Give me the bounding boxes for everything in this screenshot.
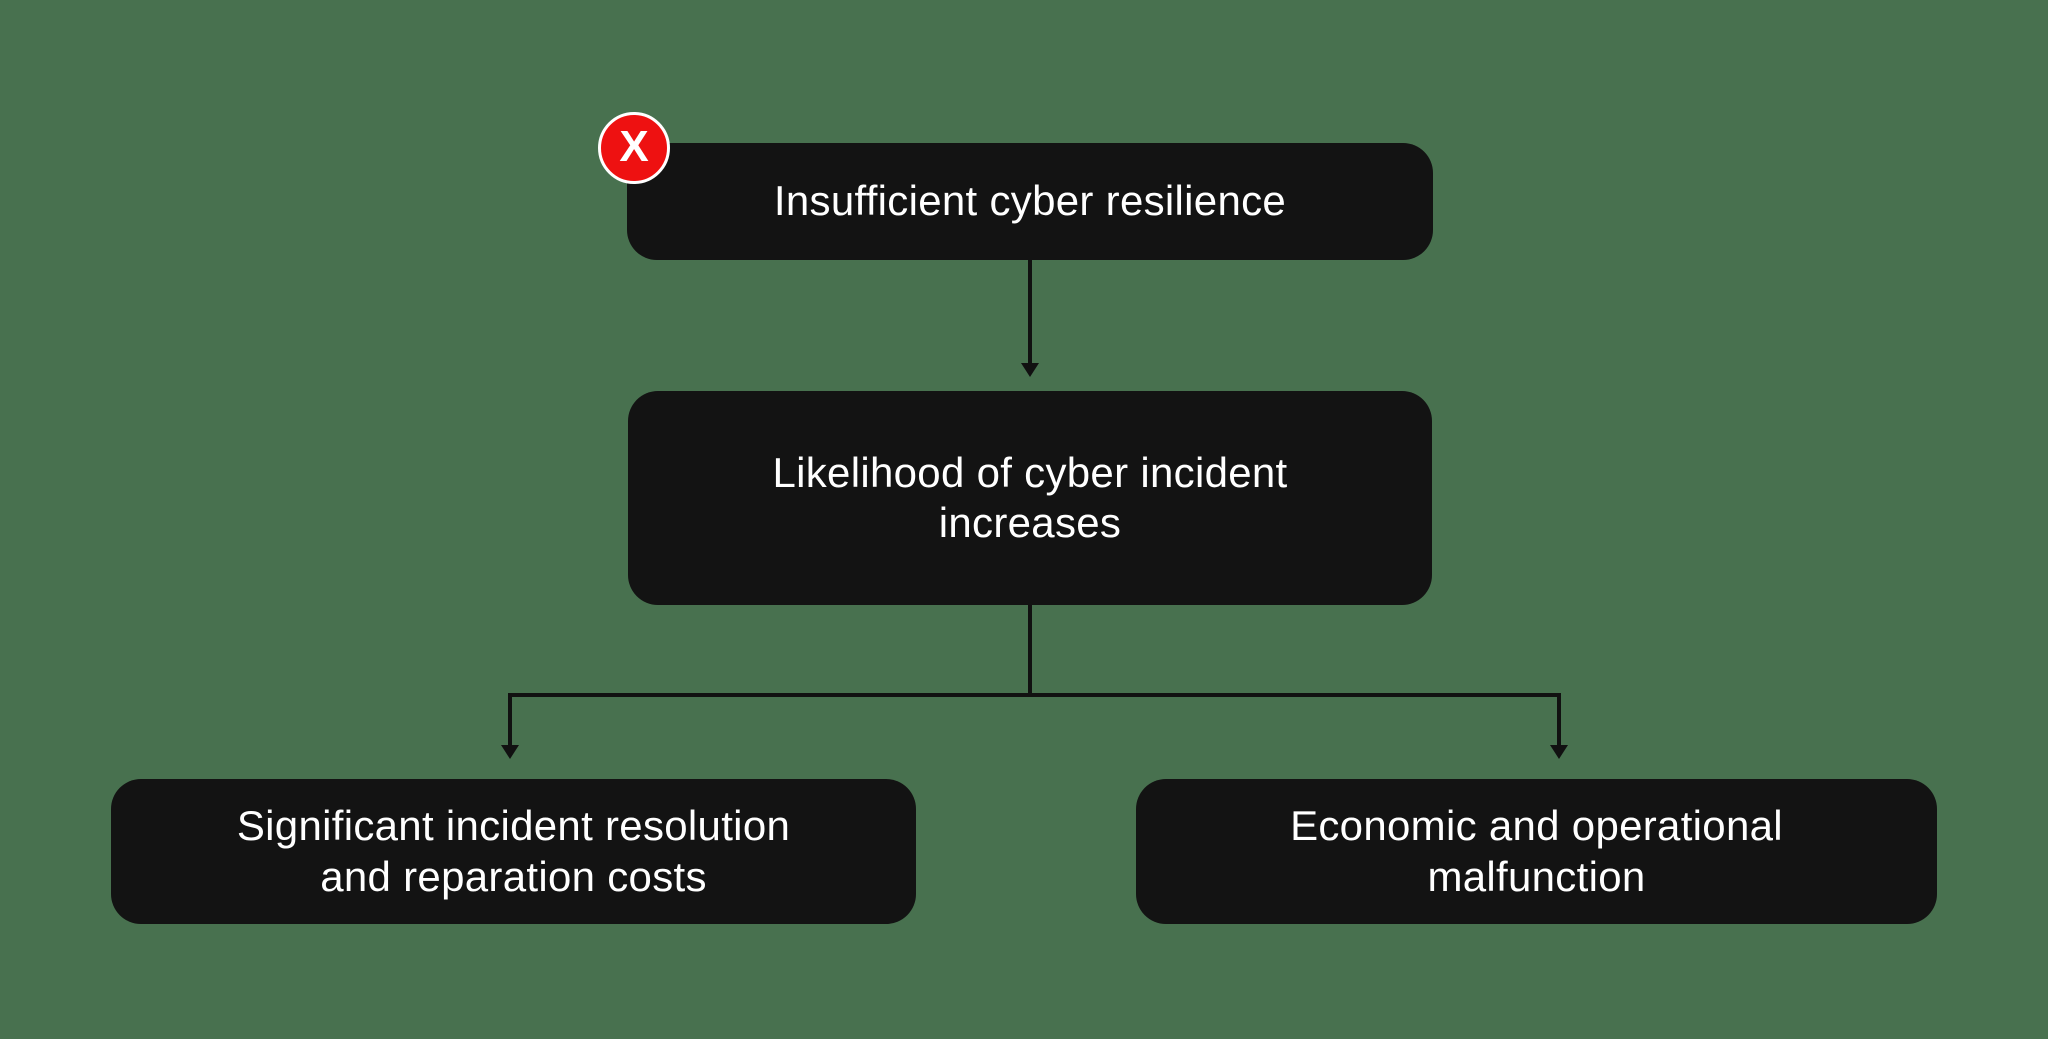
node-likelihood-of-cyber-incident-increases: Likelihood of cyber incident increases (628, 391, 1432, 605)
arrowhead-down-icon (1021, 363, 1039, 377)
arrowhead-down-icon (501, 745, 519, 759)
node-label: Economic and operational malfunction (1290, 802, 1783, 900)
node-significant-incident-resolution-costs: Significant incident resolution and repa… (111, 779, 916, 924)
node-label: Significant incident resolution and repa… (236, 802, 791, 900)
connector-branch-bar-line (508, 693, 1561, 697)
node-insufficient-cyber-resilience: Insufficient cyber resilience (627, 143, 1433, 260)
error-annotation-badge[interactable]: X (598, 112, 670, 184)
connector-left-drop-line (508, 693, 512, 745)
node-label: Likelihood of cyber incident increases (772, 448, 1288, 546)
node-label: Insufficient cyber resilience (773, 177, 1287, 225)
arrowhead-down-icon (1550, 745, 1568, 759)
x-mark-icon: X (619, 122, 649, 171)
connector-root-to-middle-line (1028, 260, 1032, 363)
connector-right-drop-line (1557, 693, 1561, 745)
node-economic-operational-malfunction: Economic and operational malfunction (1136, 779, 1937, 924)
connector-middle-stem-line (1028, 605, 1032, 695)
